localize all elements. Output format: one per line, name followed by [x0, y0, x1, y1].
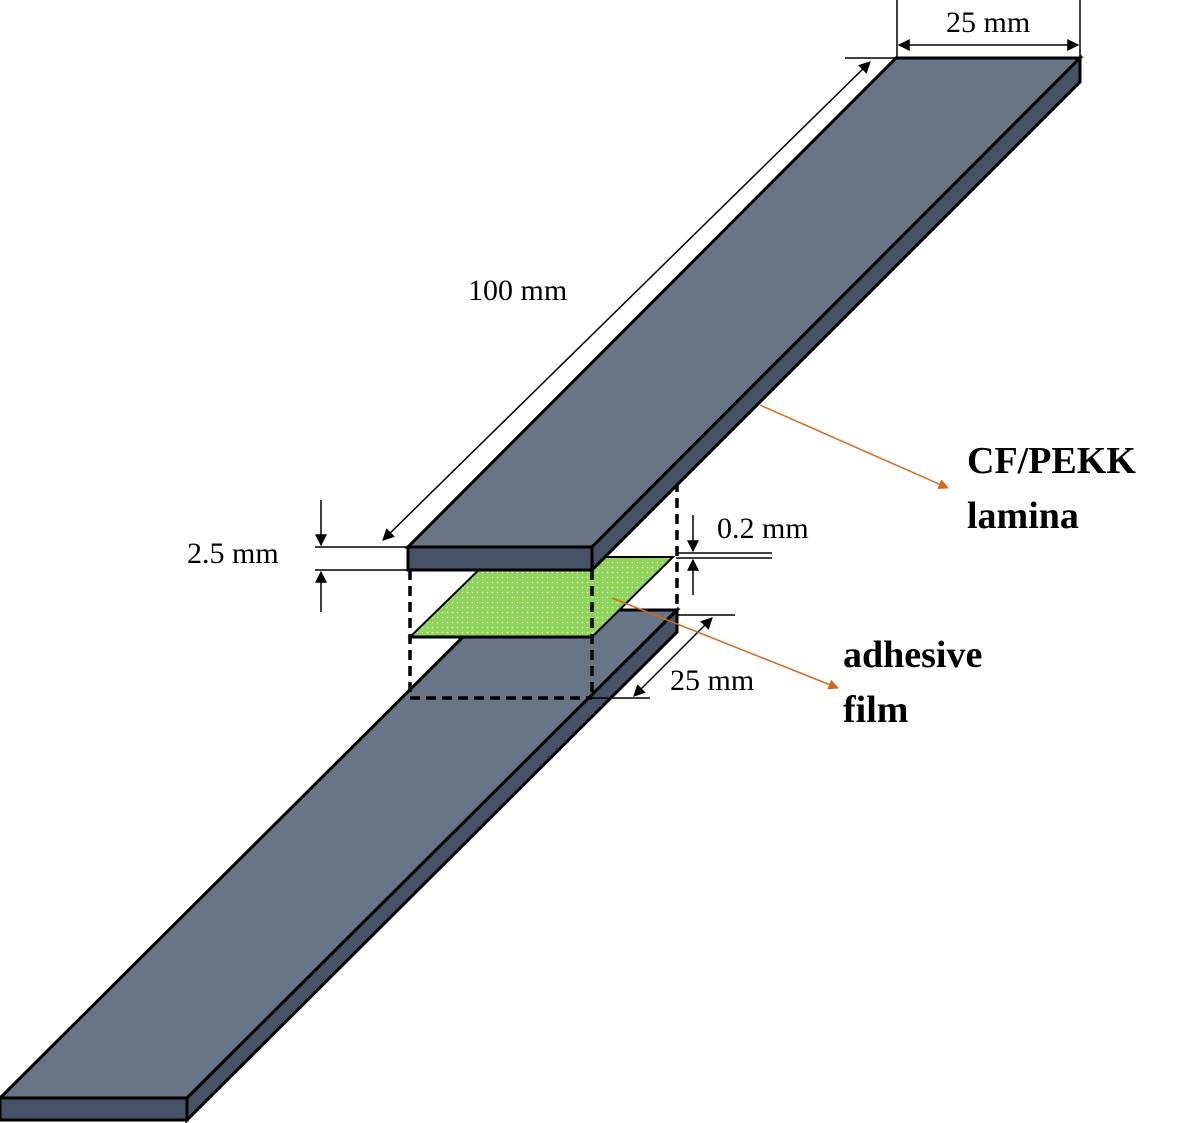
length-label: 100 mm: [468, 274, 567, 307]
length-dimension: [382, 57, 896, 541]
overlap-dimension: [592, 614, 735, 699]
lamina-label-line2: lamina: [967, 495, 1079, 537]
adhesive-label-line2: film: [843, 689, 908, 731]
thickness-label: 2.5 mm: [187, 537, 279, 570]
overlap-label: 25 mm: [670, 664, 754, 697]
width-label: 25 mm: [946, 6, 1030, 39]
lamina-label-line1: CF/PEKK: [967, 440, 1136, 482]
adhesive-thickness-dimension: [676, 515, 772, 595]
lamina-leader-line: [759, 404, 949, 489]
width-dimension: [896, 0, 1081, 58]
lower-lamina-strip: [0, 606, 681, 1123]
adhesive-label-line1: adhesive: [843, 634, 982, 676]
adhesive-thickness-label: 0.2 mm: [717, 512, 809, 545]
upper-lamina-strip: [404, 54, 1084, 574]
thickness-dimension: [315, 500, 408, 612]
adhesive-leader-line: [611, 597, 839, 690]
